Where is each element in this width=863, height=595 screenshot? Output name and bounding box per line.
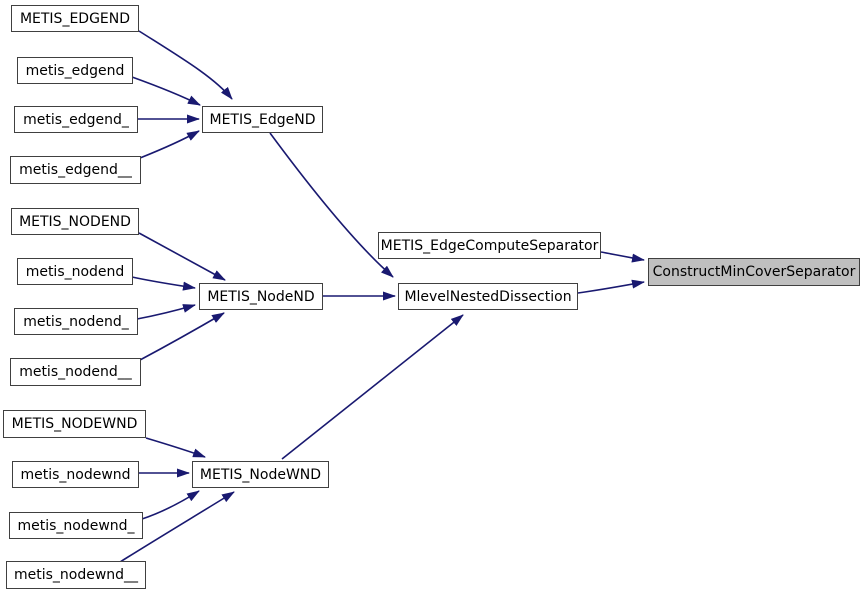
graph-node-metis_nodend__[interactable]: metis_nodend__ [10,358,141,386]
edge-METIS_NodeWND-to-MlevelNestedDissection [281,314,464,460]
edge-metis_edgend-to-METIS_EdgeND [131,76,201,106]
edge-metis_nodewnd_-to-METIS_NodeWND [141,490,200,520]
edge-MlevelNestedDissection-to-ConstructMinCoverSeparator [577,279,645,294]
edge-METIS_EdgeND-to-MlevelNestedDissection [269,132,394,278]
graph-node-METIS_NodeWND[interactable]: METIS_NodeWND [192,461,329,488]
graph-node-metis_nodend_[interactable]: metis_nodend_ [14,308,138,335]
graph-node-metis_nodewnd_[interactable]: metis_nodewnd_ [9,512,143,539]
edge-METIS_EdgeComputeSeparator-to-ConstructMinCoverSeparator [600,251,645,263]
graph-node-METIS_EdgeComputeSeparator[interactable]: METIS_EdgeComputeSeparator [378,232,601,259]
graph-node-METIS_NODEWND[interactable]: METIS_NODEWND [3,410,146,438]
edge-metis_edgend__-to-METIS_EdgeND [139,130,200,159]
edge-metis_nodend_-to-METIS_NodeND [136,304,196,320]
graph-node-metis_edgend__[interactable]: metis_edgend__ [10,156,141,184]
graph-node-metis_edgend_[interactable]: metis_edgend_ [14,106,138,133]
graph-node-METIS_EDGEND[interactable]: METIS_EDGEND [11,5,139,32]
graph-node-metis_nodewnd[interactable]: metis_nodewnd [12,461,139,488]
graph-node-metis_edgend[interactable]: metis_edgend [17,57,133,84]
graph-node-metis_nodend[interactable]: metis_nodend [17,258,133,285]
edge-METIS_NODEWND-to-METIS_NodeWND [145,437,206,458]
graph-node-ConstructMinCoverSeparator: ConstructMinCoverSeparator [648,258,860,286]
edge-metis_nodend-to-METIS_NodeND [131,276,196,291]
edge-METIS_EDGEND-to-METIS_EdgeND [138,30,233,100]
edge-METIS_NODEND-to-METIS_NodeND [138,232,226,281]
graph-node-METIS_NODEND[interactable]: METIS_NODEND [11,208,139,235]
graph-node-metis_nodewnd__[interactable]: metis_nodewnd__ [6,561,146,589]
graph-node-METIS_EdgeND[interactable]: METIS_EdgeND [202,106,323,133]
graph-node-MlevelNestedDissection[interactable]: MlevelNestedDissection [398,283,578,310]
edge-metis_nodend__-to-METIS_NodeND [139,312,225,361]
graph-node-METIS_NodeND[interactable]: METIS_NodeND [199,283,323,310]
